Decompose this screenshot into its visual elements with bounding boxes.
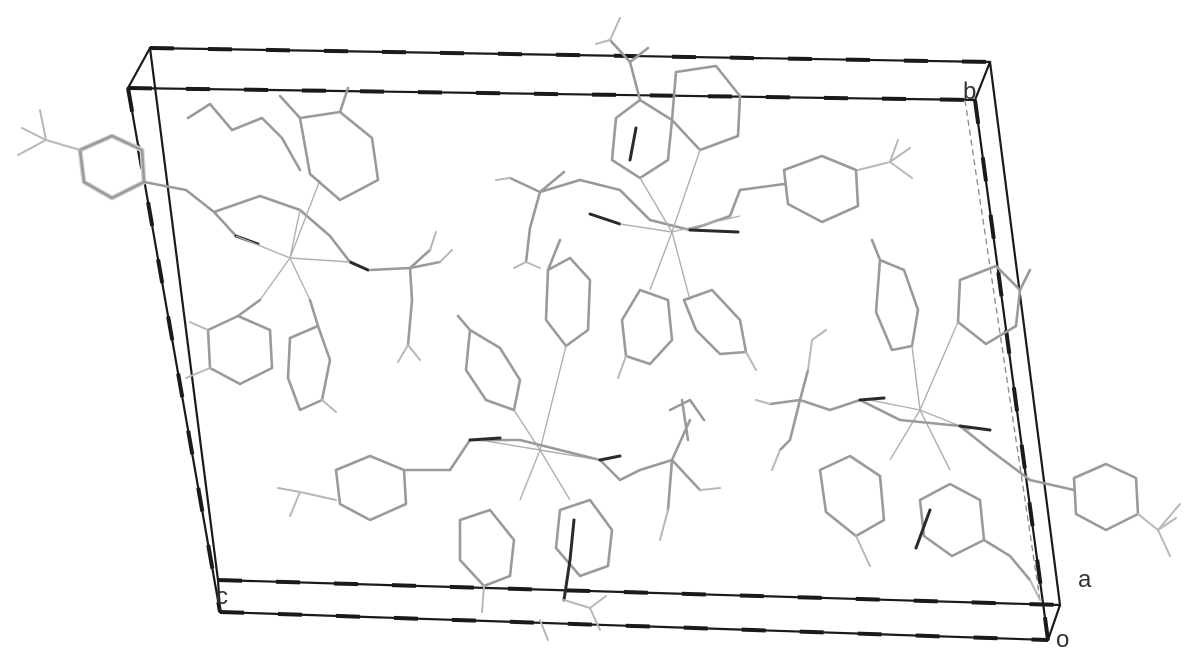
unit-cell — [126, 46, 1062, 642]
molecule-center — [277, 238, 721, 641]
molecule-upper-left — [17, 86, 453, 413]
molecule-right — [755, 238, 1181, 601]
axis-label-b: b — [963, 78, 977, 105]
molecule-top-center — [495, 17, 913, 379]
axis-label-origin: o — [1056, 626, 1070, 653]
axis-label-a: a — [1078, 566, 1092, 593]
axis-label-c: c — [216, 583, 228, 610]
